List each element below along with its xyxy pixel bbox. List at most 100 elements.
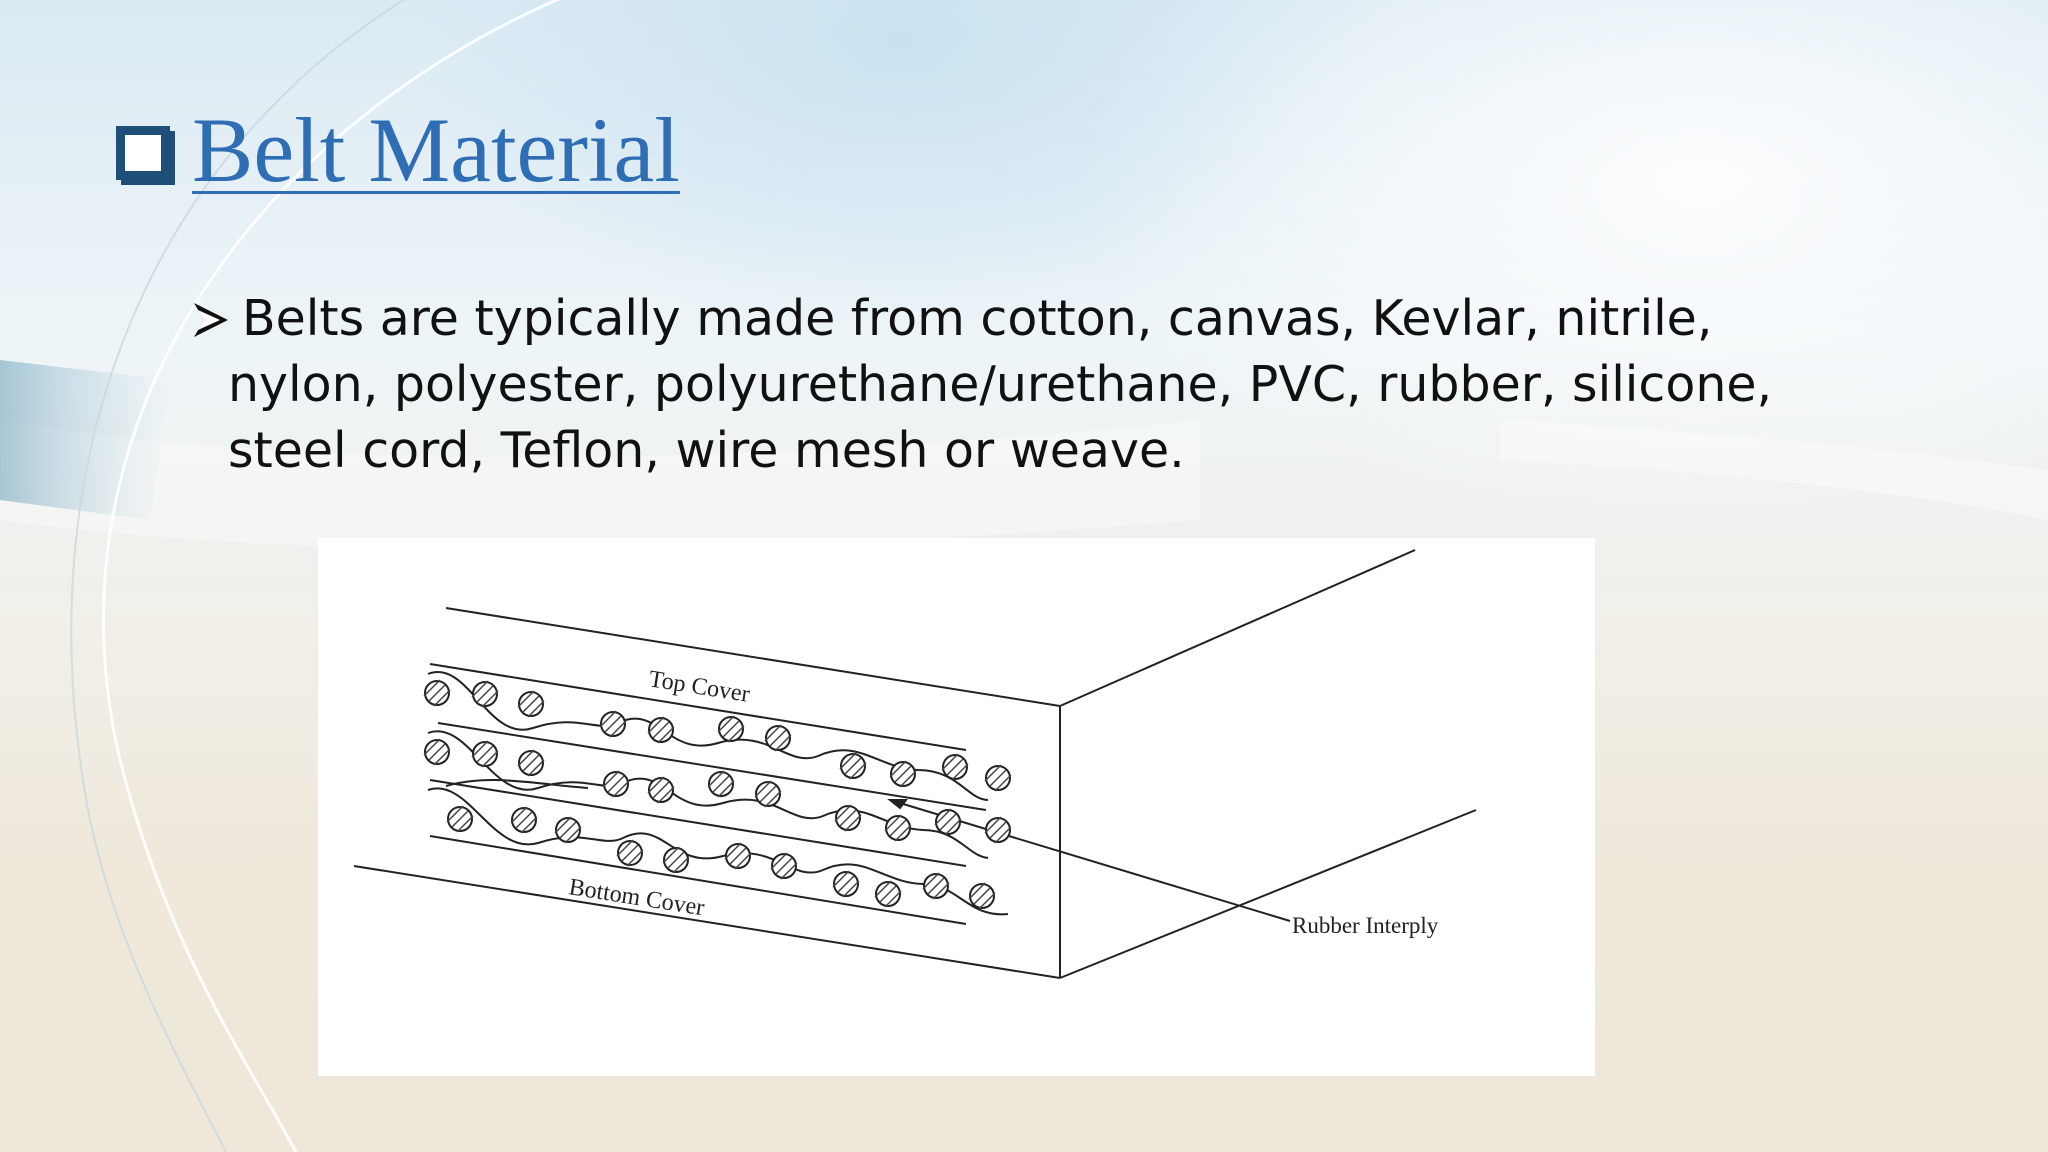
cord-hatch	[884, 890, 902, 908]
cord-hatch	[554, 816, 572, 834]
cord-hatch	[844, 814, 862, 832]
cord-hatch	[879, 885, 897, 903]
cord-hatch	[433, 689, 451, 707]
cord-hatch	[724, 842, 742, 860]
cord-hatch	[849, 762, 867, 780]
cord-hatch	[476, 685, 494, 703]
cord-hatch	[657, 786, 675, 804]
cord-hatch	[922, 872, 940, 890]
cord-hatch	[834, 804, 852, 822]
cord-hatch	[764, 724, 782, 742]
bullet-line: nylon, polyester, polyurethane/urethane,…	[228, 356, 1773, 413]
cord-hatch	[423, 738, 441, 756]
cord-hatch	[456, 815, 474, 833]
cord-hatch	[652, 781, 670, 799]
cord-hatch	[759, 785, 777, 803]
cord-hatch	[839, 752, 857, 770]
cord-hatch	[994, 774, 1012, 792]
checkbox-bullet-icon	[116, 126, 170, 180]
cord-hatch	[968, 882, 986, 900]
cord-hatch	[428, 684, 446, 702]
cord-hatch	[604, 715, 622, 733]
cord-hatch	[837, 875, 855, 893]
bottom-edge-line	[353, 865, 1061, 979]
cord-hatch	[734, 852, 752, 870]
cord-hatch	[471, 740, 489, 758]
cord-hatch	[764, 790, 782, 808]
cord-hatch	[894, 765, 912, 783]
cord-hatch	[451, 810, 469, 828]
cord-hatch	[839, 809, 857, 827]
cord-hatch	[994, 826, 1012, 844]
cord-hatch	[626, 849, 644, 867]
cord-hatch	[927, 877, 945, 895]
cord-hatch	[944, 818, 962, 836]
cord-hatch	[652, 721, 670, 739]
weave-line	[427, 730, 989, 859]
cord-hatch	[510, 806, 528, 824]
label-rubber-interply: Rubber Interply	[1292, 913, 1439, 938]
ply-line	[429, 835, 967, 925]
bullet-line: steel cord, Teflon, wire mesh or weave.	[228, 422, 1185, 479]
slide-title: Belt Material	[192, 99, 680, 201]
weave-line	[427, 787, 1009, 916]
cord-hatch	[973, 887, 991, 905]
cord-hatch	[667, 851, 685, 869]
cord-hatch	[712, 775, 730, 793]
cord-hatch	[951, 763, 969, 781]
cord-hatch	[609, 720, 627, 738]
cord-hatch	[657, 726, 675, 744]
cord-hatch	[934, 808, 952, 826]
top-right-edge	[1059, 549, 1416, 707]
cord-hatch	[707, 770, 725, 788]
cord-hatch	[899, 770, 917, 788]
cord-hatch	[832, 870, 850, 888]
ply-line	[429, 779, 967, 867]
cord-hatch	[874, 880, 892, 898]
steel-cords	[423, 679, 1012, 910]
cord-hatch	[989, 769, 1007, 787]
bottom-right-edge	[1059, 809, 1477, 979]
cord-hatch	[989, 821, 1007, 839]
belt-cross-section-figure: Top Cover Bottom Cover Rubber Interply	[318, 538, 1595, 1076]
cord-hatch	[515, 811, 533, 829]
cord-hatch	[978, 892, 996, 910]
cord-hatch	[774, 734, 792, 752]
ply-line	[429, 663, 967, 751]
cord-hatch	[946, 758, 964, 776]
cord-hatch	[754, 780, 772, 798]
cord-hatch	[932, 882, 950, 900]
cord-hatch	[481, 690, 499, 708]
top-edge-line	[445, 607, 1061, 707]
title-row: Belt Material	[116, 104, 680, 196]
cord-hatch	[527, 759, 545, 777]
cord-hatch	[770, 852, 788, 870]
cord-hatch	[717, 715, 735, 733]
cord-hatch	[527, 700, 545, 718]
cord-hatch	[984, 816, 1002, 834]
cord-hatch	[517, 690, 535, 708]
cord-hatch	[612, 780, 630, 798]
cord-hatch	[941, 753, 959, 771]
weave-line	[445, 779, 589, 789]
cord-hatch	[599, 710, 617, 728]
leader-arrowhead	[887, 799, 908, 810]
cord-hatch	[647, 776, 665, 794]
cord-hatch	[517, 749, 535, 767]
cord-hatch	[894, 824, 912, 842]
label-bottom-cover: Bottom Cover	[567, 874, 706, 921]
cord-hatch	[844, 757, 862, 775]
cord-hatch	[433, 748, 451, 766]
cord-hatch	[520, 816, 538, 834]
cord-hatch	[769, 729, 787, 747]
cord-hatch	[889, 819, 907, 837]
cord-hatch	[423, 679, 441, 697]
cord-hatch	[939, 813, 957, 831]
cord-hatch	[647, 716, 665, 734]
bullet-point: Belts are typically made from cotton, ca…	[192, 286, 1792, 484]
cord-hatch	[476, 745, 494, 763]
cord-hatch	[780, 862, 798, 880]
cord-hatch	[729, 847, 747, 865]
